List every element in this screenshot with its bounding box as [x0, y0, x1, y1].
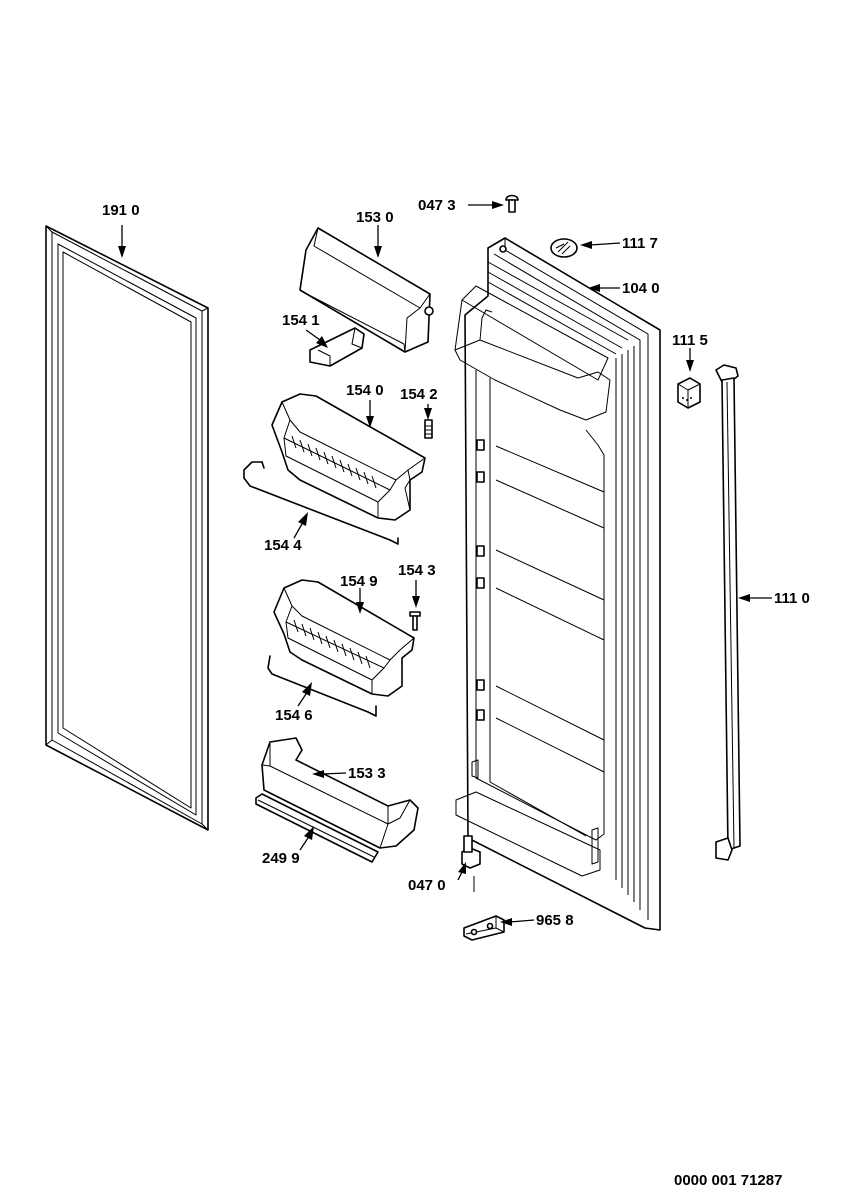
profile-strip: [255, 793, 379, 863]
label-965-8: 965 8: [536, 912, 574, 929]
upper-door-shelf: [271, 393, 426, 521]
leader-lines: [118, 201, 772, 926]
label-104-0: 104 0: [622, 280, 660, 297]
label-249-9: 249 9: [262, 850, 300, 867]
label-154-9: 154 9: [340, 573, 378, 590]
middle-door-shelf: [273, 579, 415, 697]
handle-cap: [677, 377, 701, 409]
label-153-3: 153 3: [348, 765, 386, 782]
screw-154-2: [424, 419, 433, 439]
label-047-0: 047 0: [408, 877, 446, 894]
label-154-0: 154 0: [346, 382, 384, 399]
door-handle: [715, 364, 741, 861]
hinge-pin: [461, 820, 481, 892]
label-191-0: 191 0: [102, 202, 140, 219]
label-047-3: 047 3: [418, 197, 456, 214]
label-154-3: 154 3: [398, 562, 436, 579]
label-154-6: 154 6: [275, 707, 313, 724]
label-154-4: 154 4: [264, 537, 302, 554]
document-code: 0000 001 71287: [674, 1172, 783, 1189]
hinge-bracket: [463, 915, 505, 941]
bottle-retainer-wire-lower: [267, 655, 377, 717]
label-154-2: 154 2: [400, 386, 438, 403]
label-111-0: 111 0: [774, 590, 810, 607]
screw-154-3: [409, 611, 421, 631]
door-gasket: [45, 225, 209, 831]
cover-clip: [309, 327, 365, 367]
bottle-retainer-wire-upper: [243, 461, 399, 545]
logo-badge: [550, 238, 578, 258]
label-111-7: 111 7: [622, 235, 658, 252]
upper-door-cover: [299, 227, 434, 353]
bottom-door-shelf: [261, 737, 419, 849]
label-153-0: 153 0: [356, 209, 394, 226]
label-111-5: 111 5: [672, 332, 708, 349]
label-154-1: 154 1: [282, 312, 320, 329]
door-liner: [454, 237, 661, 931]
screw-047-3: [505, 194, 519, 213]
